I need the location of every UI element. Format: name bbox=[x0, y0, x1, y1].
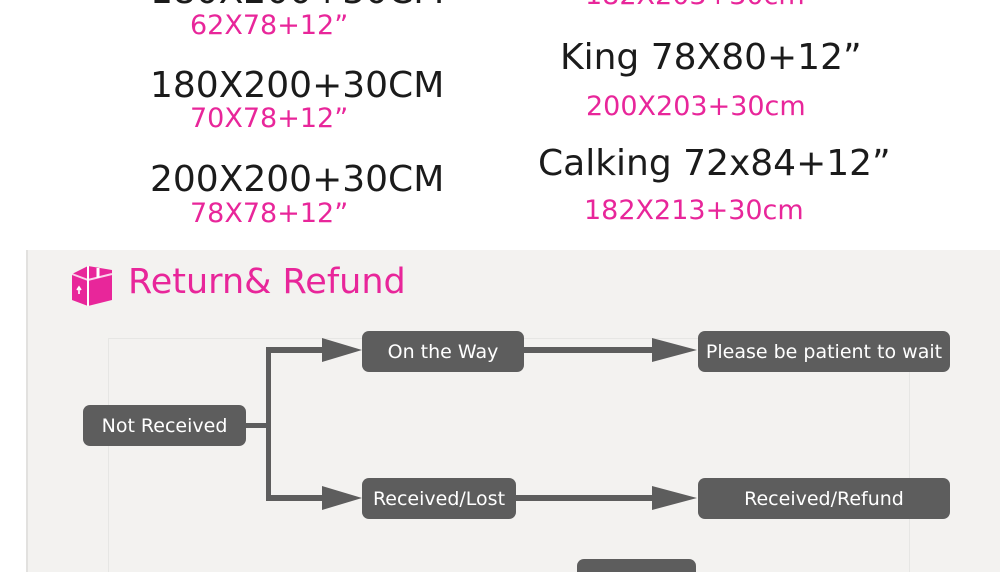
cut-off-node bbox=[577, 559, 696, 572]
size-cm-2: 180X200+30CM bbox=[150, 65, 445, 106]
cut-off-size-left: 180X200+30CM bbox=[150, 0, 444, 10]
size-cm-3: 200X200+30CM bbox=[150, 159, 445, 200]
size-calking-cm: 182X213+30cm bbox=[584, 195, 804, 226]
section-title: Return& Refund bbox=[128, 262, 406, 302]
not-received-node: Not Received bbox=[83, 405, 246, 446]
return-refund-panel: Return& Refund Not Received On the Way P… bbox=[0, 250, 1000, 572]
size-inch-3: 78X78+12” bbox=[190, 198, 349, 229]
received-refund-node: Received/Refund bbox=[698, 478, 950, 519]
flow-connectors bbox=[246, 338, 697, 510]
left-margin bbox=[0, 250, 26, 572]
received-lost-node: Received/Lost bbox=[362, 478, 516, 519]
panel-edge-line bbox=[26, 250, 28, 572]
size-king-name: King 78X80+12” bbox=[560, 37, 862, 78]
size-inch-2: 70X78+12” bbox=[190, 103, 349, 134]
cut-off-size-right: 182X203+30cm bbox=[585, 0, 805, 9]
on-the-way-node: On the Way bbox=[362, 331, 524, 372]
package-box-icon bbox=[71, 266, 113, 306]
size-king-cm: 200X203+30cm bbox=[586, 91, 806, 122]
size-calking-name: Calking 72x84+12” bbox=[538, 143, 891, 184]
size-inch-1: 62X78+12” bbox=[190, 10, 349, 41]
please-wait-node: Please be patient to wait bbox=[698, 331, 950, 372]
size-chart: 180X200+30CM 182X203+30cm 62X78+12” 180X… bbox=[0, 0, 1000, 240]
